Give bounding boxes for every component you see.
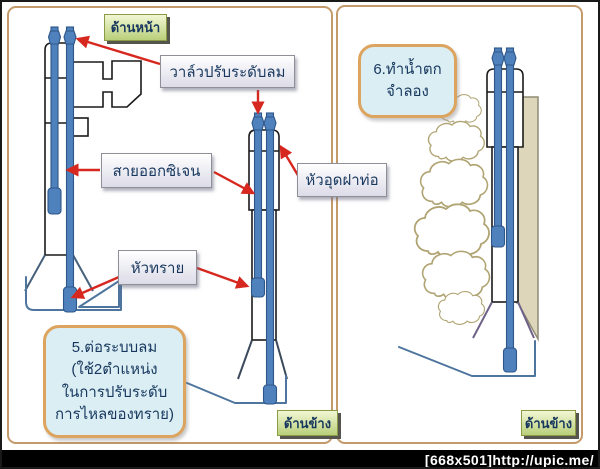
sand-head: [490, 225, 506, 248]
bowl: [25, 276, 122, 311]
arrow-valve-to-front: [75, 35, 161, 66]
pipe-tab: [72, 117, 89, 137]
step6-note: 6.ทำน้ำตก จำลอง: [358, 44, 457, 118]
annotation-arrows: [65, 35, 304, 299]
device-side-view: [186, 112, 288, 405]
step5-line: (ใช้2ตำแหน่ง: [71, 361, 158, 378]
pvc-pipe-cap: [248, 129, 280, 211]
bowl: [186, 375, 287, 404]
label-air-valve: วาล์วปรับระดับลม: [160, 55, 295, 88]
step5-line: 5.ต่อระบบลม: [71, 338, 158, 356]
pvc-pipe-cap: [486, 68, 524, 148]
watermark-text: [668x501]http://upic.me/: [424, 451, 594, 468]
valve-nub: [503, 51, 517, 66]
watermark-bar: [668x501]http://upic.me/: [0, 450, 600, 469]
bowl: [398, 340, 536, 377]
air-tube: [253, 112, 263, 281]
funnel: [472, 301, 535, 339]
funnel: [24, 254, 94, 292]
funnel: [237, 339, 288, 380]
label-oxygen-line: สายออกซิเจน: [101, 153, 212, 188]
sand-head: [262, 384, 278, 405]
device-waterfall-view: [398, 47, 539, 377]
step5-line: การไหลของทราย): [55, 406, 174, 423]
arrow-sand-to-front: [70, 275, 120, 299]
step5-note: 5.ต่อระบบลม (ใช้2ตำแหน่ง ในการปรับระดับ …: [43, 325, 186, 438]
sand-head: [250, 277, 266, 298]
valve-nub: [63, 30, 77, 45]
step6-line: 6.ทำน้ำตก: [373, 60, 442, 78]
air-tube: [50, 26, 59, 191]
label-air-stone: หัวทราย: [118, 250, 197, 285]
valve-nub: [251, 116, 265, 131]
step5-line: ในการปรับระดับ: [61, 383, 168, 401]
sand-head: [502, 347, 518, 373]
pump-bracket: [72, 60, 142, 108]
bowl-wedge: [78, 280, 120, 308]
valve-nub: [47, 30, 62, 45]
sand-head: [47, 187, 62, 215]
label-pipe-cap: หัวอุดฝาท่อ: [297, 163, 387, 197]
diagram-art: [24, 26, 539, 405]
view-label-side-right: ด้านข้าง: [521, 410, 576, 436]
air-tube: [505, 47, 515, 351]
arrow-oxygen-to-side: [213, 170, 256, 195]
air-tube: [493, 47, 503, 229]
view-label-side-left: ด้านข้าง: [277, 410, 338, 436]
valve-nub: [491, 51, 505, 66]
view-label-front: ด้านหน้า: [104, 14, 167, 41]
valve-nub: [263, 116, 277, 131]
air-tube: [65, 26, 75, 291]
foam-clouds: [413, 94, 491, 325]
arrow-sand-to-side: [196, 266, 250, 289]
sand-head: [62, 286, 78, 313]
air-tube: [265, 112, 275, 388]
step6-line: จำลอง: [386, 83, 429, 100]
device-front-view: [24, 26, 142, 313]
